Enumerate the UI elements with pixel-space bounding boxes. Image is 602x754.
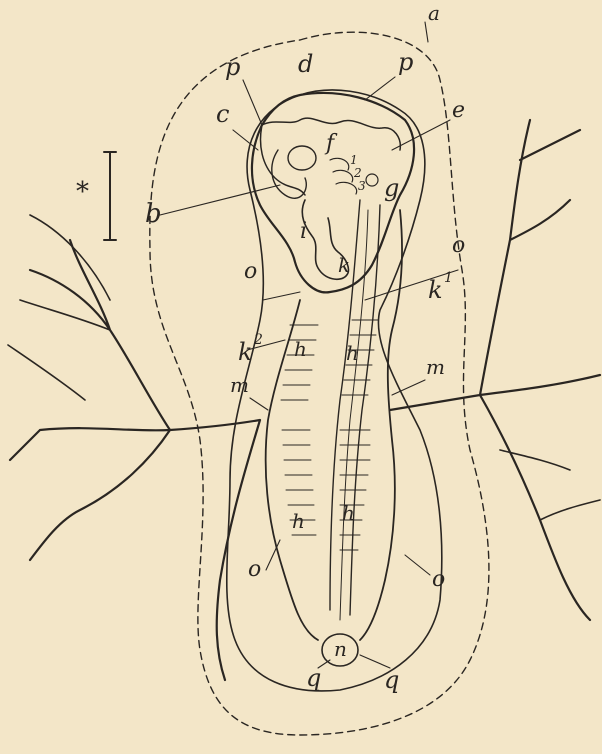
label-arch-1: 1 (350, 153, 358, 167)
label-f: f (324, 131, 338, 156)
label-p-left: p (225, 53, 240, 81)
pellucid-area-outline (227, 90, 442, 691)
label-k: k (338, 253, 350, 277)
label-k2: k (238, 338, 253, 366)
brain-vesicles (261, 118, 401, 195)
label-b: b (145, 199, 162, 229)
label-o-lower-left: o (248, 557, 261, 582)
label-k2-sup: 2 (253, 332, 263, 348)
label-h-upper-right: h (346, 341, 359, 365)
label-o-top-right: o (452, 233, 465, 258)
label-e: e (452, 98, 465, 123)
vitelline-vessel-left-upper (8, 215, 110, 400)
label-h-upper-left: h (294, 337, 307, 361)
vitelline-vessel-left (10, 240, 260, 680)
label-o-top-left: o (244, 259, 257, 284)
label-i: i (300, 219, 307, 244)
label-q-right: q (384, 666, 399, 694)
outer-dashed-boundary (150, 32, 489, 735)
label-k1-sup: 1 (444, 270, 453, 286)
label-p-right: p (398, 48, 413, 76)
label-arch-2: 2 (353, 166, 362, 180)
label-c: c (216, 100, 229, 128)
scale-marker: * (76, 177, 89, 207)
label-o-lower-right: o (432, 567, 445, 592)
label-h-lower-right: h (342, 501, 355, 525)
label-a: a (428, 1, 440, 25)
label-m-left: m (230, 373, 249, 397)
somites-lower-right (340, 430, 370, 550)
label-n: n (334, 637, 347, 661)
label-g: g (384, 174, 399, 202)
optic-vesicle (288, 146, 316, 170)
label-h-lower-left: h (292, 509, 305, 533)
label-q-left: q (306, 664, 321, 692)
label-m-right: m (426, 355, 445, 379)
label-arch-3: 3 (358, 179, 366, 193)
otic-vesicle (366, 174, 378, 186)
label-k1: k (428, 276, 443, 304)
embryo-body-outline (266, 210, 402, 640)
label-d: d (298, 50, 313, 78)
